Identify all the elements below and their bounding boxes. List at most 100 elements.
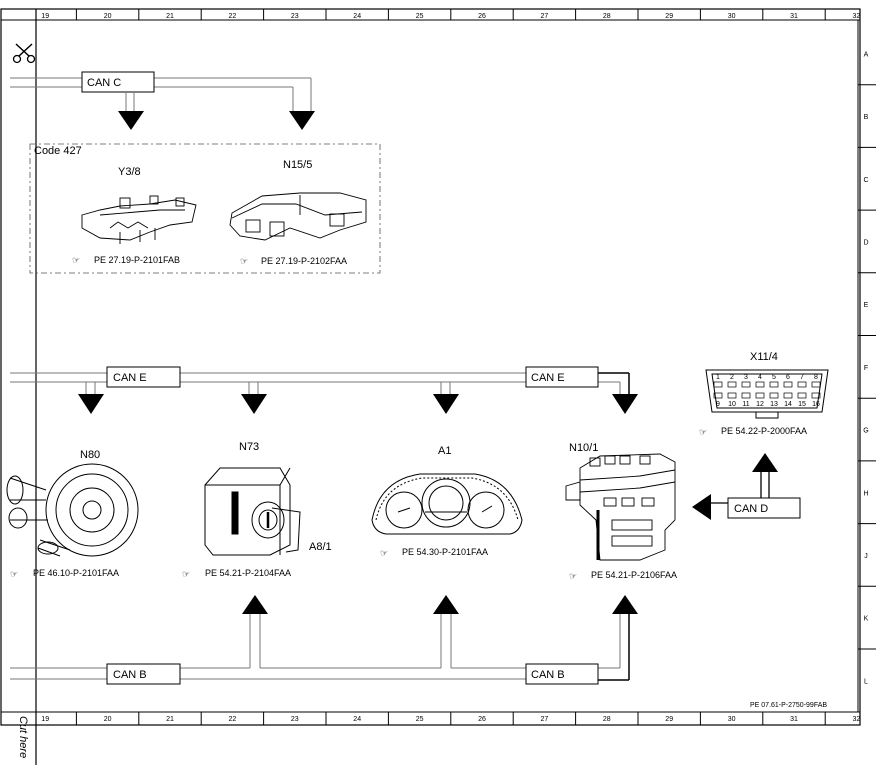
n80-label: N80 (80, 449, 100, 461)
column-label: 29 (665, 13, 673, 20)
hand-pointer-icon: ☞ (380, 548, 388, 558)
can-b-right-label: CAN B (531, 669, 565, 681)
pin-number: 3 (744, 374, 748, 381)
column-label: 32 (853, 13, 861, 20)
column-label: 26 (478, 13, 486, 20)
selector-module-icon (229, 192, 367, 241)
can-d-label: CAN D (734, 503, 768, 515)
arrow-up-icon (612, 595, 638, 614)
column-label: 26 (478, 716, 486, 723)
row-label: H (863, 490, 868, 497)
hand-pointer-icon: ☞ (10, 569, 18, 579)
arrow-down-icon (612, 394, 638, 414)
pin-socket (769, 392, 779, 399)
column-label: 20 (104, 716, 112, 723)
transmission-control-plate-icon (81, 195, 197, 244)
column-label: 19 (41, 13, 49, 20)
column-label: 24 (353, 13, 361, 20)
hand-pointer-icon: ☞ (182, 569, 190, 579)
pin-socket (755, 381, 765, 388)
pin-number: 2 (730, 374, 734, 381)
pin-socket (727, 381, 737, 388)
code-427-group-box (29, 143, 381, 274)
pin-number: 15 (798, 401, 806, 408)
pin-number: 5 (772, 374, 776, 381)
pin-socket (811, 392, 821, 399)
x11-4-ref: PE 54.22-P-2000FAA (721, 426, 807, 436)
column-label: 31 (790, 716, 798, 723)
can-c-bus (10, 77, 312, 111)
a1-label: A1 (438, 445, 451, 457)
n73-label: N73 (239, 441, 259, 453)
can-c-box (81, 71, 155, 93)
column-label: 22 (229, 716, 237, 723)
pin-socket (713, 392, 723, 399)
row-label: G (863, 428, 868, 435)
can-d-bus (711, 470, 770, 504)
column-label: 32 (853, 716, 861, 723)
pin-socket (769, 381, 779, 388)
pin-socket (783, 392, 793, 399)
column-label: 27 (541, 13, 549, 20)
pin-number: 7 (800, 374, 804, 381)
can-e-left-box (106, 366, 181, 388)
arrow-down-icon (78, 394, 104, 414)
hand-pointer-icon: ☞ (72, 255, 80, 265)
scissors-icon (12, 43, 36, 64)
pin-number: 1 (716, 374, 720, 381)
pin-socket (797, 392, 807, 399)
pin-number: 9 (716, 401, 720, 408)
can-b-highlight (598, 614, 630, 681)
instrument-cluster-icon (371, 473, 523, 535)
pin-socket (783, 381, 793, 388)
pin-number: 13 (770, 401, 778, 408)
code-427-label: Code 427 (34, 145, 82, 157)
y3-8-ref: PE 27.19-P-2101FAB (94, 255, 180, 265)
pin-socket (755, 392, 765, 399)
can-d-box (727, 497, 801, 519)
column-label: 19 (41, 716, 49, 723)
column-label: 30 (728, 716, 736, 723)
hand-pointer-icon: ☞ (699, 427, 707, 437)
column-label: 24 (353, 716, 361, 723)
column-label: 30 (728, 13, 736, 20)
pin-number: 10 (728, 401, 736, 408)
n15-5-ref: PE 27.19-P-2102FAA (261, 256, 347, 266)
column-label: 25 (416, 716, 424, 723)
n80-ref: PE 46.10-P-2101FAA (33, 568, 119, 578)
a1-ref: PE 54.30-P-2101FAA (402, 547, 488, 557)
column-label: 21 (166, 716, 174, 723)
column-label: 23 (291, 716, 299, 723)
arrow-down-icon (289, 111, 315, 130)
pin-number: 4 (758, 374, 762, 381)
can-b-bus (10, 614, 621, 680)
n73-ref: PE 54.21-P-2104FAA (205, 568, 291, 578)
column-label: 23 (291, 13, 299, 20)
arrow-up-icon (242, 595, 268, 614)
pin-number: 14 (784, 401, 792, 408)
pin-number: 11 (742, 401, 749, 408)
pin-socket (741, 381, 751, 388)
pin-socket (797, 381, 807, 388)
column-label: 21 (166, 13, 174, 20)
pin-socket (727, 392, 737, 399)
column-label: 28 (603, 716, 611, 723)
a8-1-label: A8/1 (309, 541, 332, 553)
n15-5-label: N15/5 (283, 159, 312, 171)
can-e-right-label: CAN E (531, 372, 565, 384)
sheet-frame (0, 8, 861, 726)
can-b-left-label: CAN B (113, 669, 147, 681)
pin-number: 16 (812, 401, 820, 408)
footer-ref: PE 07.61-P-2750-99FAB (750, 702, 827, 709)
n10-1-ref: PE 54.21-P-2106FAA (591, 570, 677, 580)
can-e-right-box (525, 366, 599, 388)
steering-column-module-icon (6, 463, 139, 557)
pin-socket (713, 381, 723, 388)
pin-socket (811, 381, 821, 388)
sam-module-icon (565, 453, 676, 561)
